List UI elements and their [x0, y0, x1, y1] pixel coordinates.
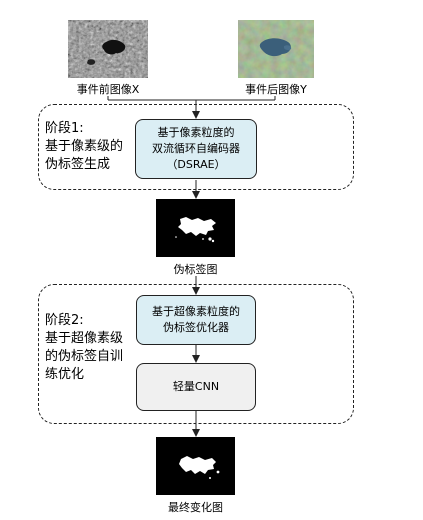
pseudo-label-image	[156, 199, 235, 257]
after-image	[238, 20, 314, 78]
final-change-map-caption: 最终变化图	[168, 501, 223, 514]
after-caption: 事件后图像Y	[245, 83, 307, 96]
stage2-label: 阶段2: 基于超像素级 的伪标签自训 练优化	[45, 312, 123, 384]
stage1-label: 阶段1: 基于像素级的 伪标签生成	[45, 120, 123, 174]
dsrae-line: 基于像素粒度的	[157, 126, 235, 139]
pseudo-label-caption: 伪标签图	[173, 263, 218, 276]
lightweight-cnn-box: 轻量CNN	[136, 363, 256, 411]
stage1-label-line: 阶段1:	[45, 121, 84, 136]
dsrae-box: 基于像素粒度的 双流循环自编码器 （DSRAE）	[135, 119, 257, 179]
dsrae-line: 双流循环自编码器	[152, 142, 240, 155]
before-image	[68, 20, 148, 78]
final-change-map-image	[156, 437, 235, 495]
before-caption: 事件前图像X	[76, 83, 140, 96]
stage1-label-line: 基于像素级的	[45, 139, 124, 154]
stage2-label-line: 练优化	[45, 367, 85, 382]
cnn-label: 轻量CNN	[172, 380, 220, 393]
optimizer-line: 伪标签优化器	[163, 321, 229, 334]
stage1-label-line: 伪标签生成	[45, 157, 111, 172]
stage2-label-line: 基于超像素级	[45, 331, 124, 346]
stage2-label-line: 的伪标签自训	[45, 349, 124, 364]
stage2-container	[38, 284, 354, 424]
stage1-container	[38, 104, 354, 190]
dsrae-line: （DSRAE）	[166, 158, 226, 171]
superpixel-optimizer-box: 基于超像素粒度的 伪标签优化器	[136, 295, 256, 345]
stage2-label-line: 阶段2:	[45, 313, 84, 328]
optimizer-line: 基于超像素粒度的	[152, 305, 240, 318]
